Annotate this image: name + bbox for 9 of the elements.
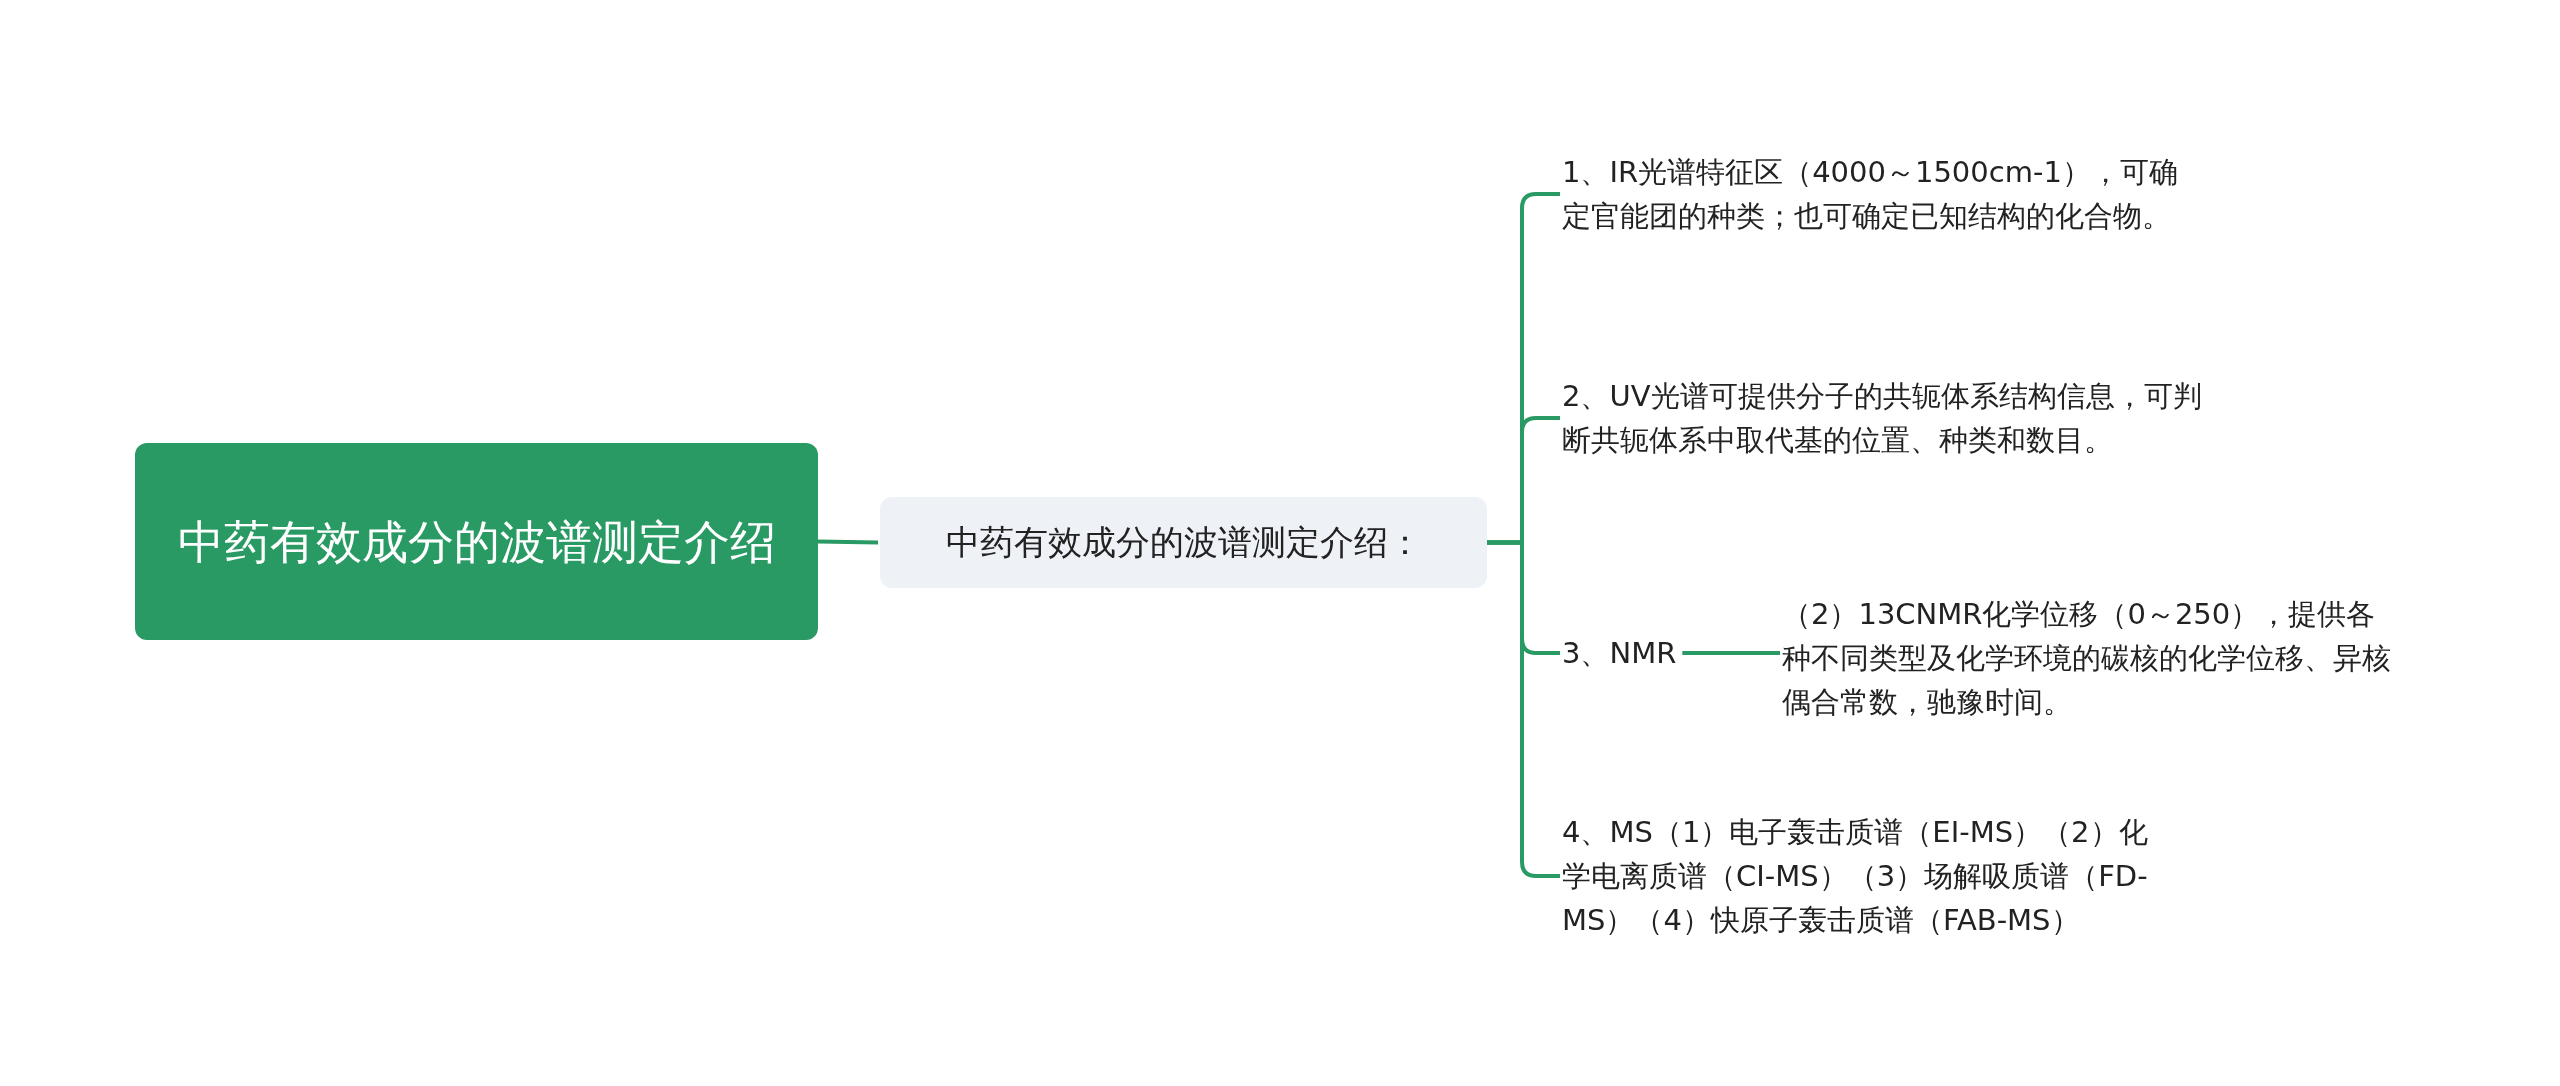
topic-text: 2、UV光谱可提供分子的共轭体系结构信息，可判断共轭体系中取代基的位置、种类和数目。	[1562, 374, 2202, 462]
connector-line	[1682, 651, 1780, 655]
topic-text: （2）13CNMR化学位移（0～250），提供各种不同类型及化学环境的碳核的化学位移、异核偶合常数，驰豫时间。	[1782, 592, 2402, 724]
subtopic-box: 中药有效成分的波谱测定介绍：	[880, 497, 1487, 588]
topic-text: 3、NMR	[1562, 631, 1677, 675]
root-topic-box: 中药有效成分的波谱测定介绍	[135, 443, 818, 640]
connector-line	[817, 539, 879, 545]
topic-text: 4、MS（1）电子轰击质谱（EI-MS）（2）化学电离质谱（CI-MS）（3）场解吸质谱（FD-MS）（4）快原子轰击质谱（FAB-MS）	[1562, 810, 2162, 942]
topic-text: 1、IR光谱特征区（4000～1500cm-1），可确定官能团的种类；也可确定已知结构的化合物。	[1562, 150, 2202, 238]
